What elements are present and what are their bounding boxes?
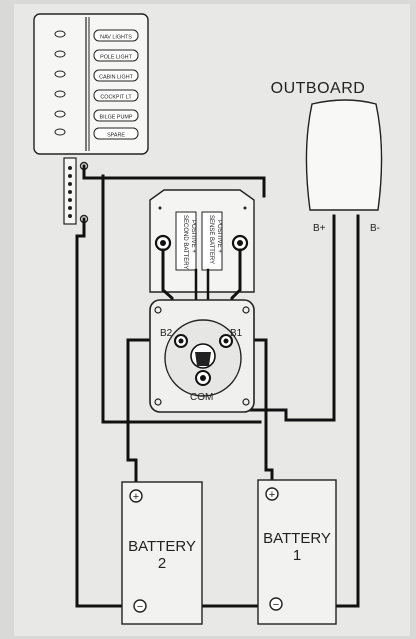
battery-2-number: 2	[158, 555, 166, 572]
switch-row-6: SPARE	[54, 127, 139, 140]
wire-com-outboard	[234, 214, 336, 422]
mount-hole-br	[242, 398, 250, 406]
switch-knob[interactable]	[190, 343, 216, 369]
mount-hole-tl	[154, 306, 162, 314]
outboard: OUTBOARD B+ B-	[271, 80, 383, 234]
battery-2-title: BATTERY	[128, 538, 196, 555]
wire-b2-battery2	[126, 338, 162, 494]
switch-row-3: CABIN LIGHT	[54, 69, 139, 82]
vsr-label-second-1: SECOND BATTERY	[182, 215, 188, 269]
battery-2: + − BATTERY 2	[121, 481, 203, 625]
switch-label-box-4	[93, 89, 139, 102]
switch-row-4: COCKPIT LT	[54, 89, 139, 102]
battery-2-pos-terminal	[129, 489, 143, 503]
outboard-pos-label: B+	[313, 223, 326, 234]
outboard-body	[305, 99, 383, 211]
switch-label-box-3	[93, 69, 139, 82]
battery-2-neg-sign: −	[137, 601, 143, 613]
battery-switch: SECOND BATTERY POSITIVE + SENSE BATTERY …	[149, 189, 255, 413]
switch-label-box-5	[93, 109, 139, 122]
toggle-switch-4[interactable]	[54, 90, 66, 98]
switch-row-2: POLE LIGHT	[54, 49, 139, 62]
toggle-switch-2[interactable]	[54, 50, 66, 58]
vsr-label-box-second	[175, 211, 197, 271]
battery-1-neg-terminal	[269, 597, 283, 611]
battery-2-pos-sign: +	[133, 491, 139, 503]
toggle-switch-5[interactable]	[54, 110, 66, 118]
outboard-title: OUTBOARD	[271, 80, 366, 97]
fuse-terminals	[68, 166, 72, 218]
switch-label-box-2	[93, 49, 139, 62]
toggle-switch-3[interactable]	[54, 70, 66, 78]
terminal-com-label: COM	[190, 392, 213, 403]
switch-panel: NAV LIGHTS POLE LIGHT CABIN LIGHT COCKPI…	[33, 13, 149, 225]
wire-panel-neg	[75, 217, 132, 608]
terminal-b1-label: B1	[230, 328, 243, 339]
switch-label-2: POLE LIGHT	[100, 55, 132, 61]
battery-1: + − BATTERY 1	[257, 479, 337, 625]
switch-label-3: CABIN LIGHT	[99, 75, 134, 81]
vsr-label-sense-1: SENSE BATTERY	[208, 215, 214, 264]
switch-label-1: NAV LIGHTS	[100, 35, 132, 41]
battery-2-neg-terminal	[133, 599, 147, 613]
mount-hole-bl	[154, 398, 162, 406]
switch-label-box-6	[93, 127, 139, 140]
vsr-label-second-2: POSITIVE +	[190, 220, 196, 253]
battery-1-title: BATTERY	[263, 530, 331, 547]
switch-label-4: COCKPIT LT	[100, 95, 132, 101]
switch-row-5: BILGE PUMP	[54, 109, 139, 122]
terminal-b2-label: B2	[160, 328, 173, 339]
mount-hole-tr	[242, 306, 250, 314]
battery-1-pos-terminal	[265, 487, 279, 501]
toggle-switch-6[interactable]	[54, 128, 66, 136]
vsr-label-sense-2: POSITIVE +	[216, 220, 222, 253]
switch-label-5: BILGE PUMP	[100, 115, 133, 121]
toggle-switch-1[interactable]	[54, 30, 66, 38]
battery-2-body	[121, 481, 203, 625]
wire-b1-battery1	[244, 338, 274, 494]
switch-row-1: NAV LIGHTS	[54, 29, 139, 42]
battery-1-pos-sign: +	[269, 489, 275, 501]
vsr-label-box-sense	[201, 211, 223, 271]
battery-1-neg-sign: −	[273, 599, 279, 611]
switch-label-box-1	[93, 29, 139, 42]
outboard-neg-label: B-	[370, 223, 380, 234]
switch-label-6: SPARE	[107, 133, 125, 139]
wiring	[75, 164, 360, 608]
wire-panel-pos	[82, 164, 266, 198]
battery-1-number: 1	[293, 547, 301, 564]
